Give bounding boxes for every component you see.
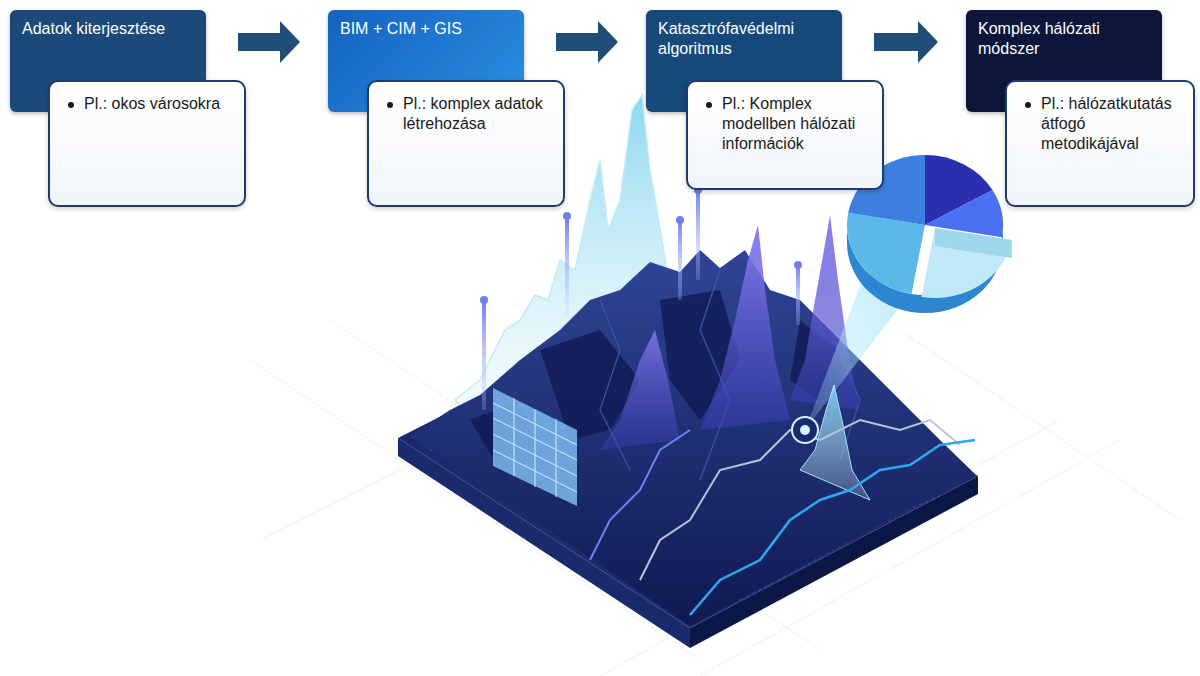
detail-text: Pl.: okos városokra: [84, 94, 234, 114]
step-title: BIM + CIM + GIS: [340, 19, 512, 39]
detail-text: Pl.: Komplex modellben hálózati informác…: [722, 94, 872, 154]
detail-text: Pl.: komplex adatok létrehozása: [403, 94, 553, 134]
step-title: Katasztrófavédelmi algoritmus: [658, 19, 830, 59]
step-title: Komplex hálózati módszer: [978, 19, 1150, 59]
mountain: [410, 250, 975, 626]
target-marker: [792, 417, 818, 443]
chart-line: [640, 420, 960, 580]
chart-line: [590, 430, 690, 560]
chart-line: [690, 440, 975, 615]
detail-box: Pl.: hálózatkutatás átfogó metodikájával: [1005, 80, 1195, 207]
bullet-dot: [387, 102, 393, 108]
bullet-dot: [68, 102, 74, 108]
data-pins: [480, 186, 802, 410]
spike-chart: [700, 225, 790, 430]
flow-arrow: [874, 21, 938, 63]
bullet-dot: [706, 102, 712, 108]
flow-arrow: [238, 21, 300, 63]
detail-text: Pl.: hálózatkutatás átfogó metodikájával: [1041, 94, 1183, 154]
table-panel: [493, 388, 577, 506]
step-title: Adatok kiterjesztése: [22, 19, 194, 39]
flow-arrow: [556, 21, 618, 63]
spike-chart: [600, 330, 680, 450]
detail-box: Pl.: komplex adatok létrehozása: [367, 80, 565, 207]
detail-box: Pl.: Komplex modellben hálózati informác…: [686, 80, 884, 190]
bullet-dot: [1025, 102, 1031, 108]
detail-box: Pl.: okos városokra: [48, 80, 246, 207]
